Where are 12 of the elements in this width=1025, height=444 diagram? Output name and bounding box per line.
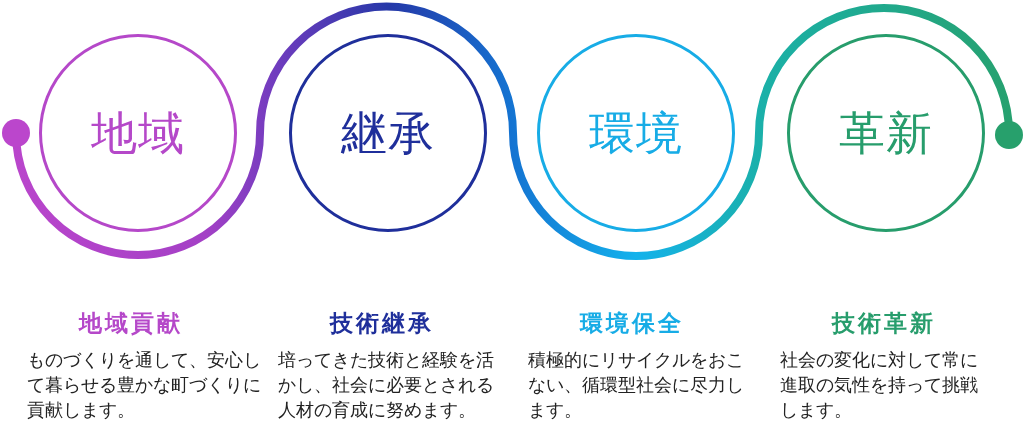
circle-label: 継承 <box>341 107 435 159</box>
description-text: 培ってきた技術と経験を活かし、社会に必要とされる人材の育成に努めます。 <box>278 348 495 422</box>
circle-label: 地域 <box>91 107 185 159</box>
category-heading: 地域貢献 <box>77 309 184 338</box>
circle-label: 環境 <box>589 107 683 159</box>
description-text: 社会の変化に対して常に進取の気性を持って挑戦します。 <box>780 348 979 422</box>
description-text: 積極的にリサイクルをおこない、循環型社会に尽力します。 <box>528 348 745 422</box>
description-text: ものづくりを通して、安心して暮らせる豊かな町づくりに貢献します。 <box>27 348 262 422</box>
category-heading: 技術革新 <box>830 309 937 338</box>
circle-label: 革新 <box>839 107 933 159</box>
category-heading: 環境保全 <box>578 309 685 338</box>
category-heading: 技術継承 <box>328 309 435 338</box>
